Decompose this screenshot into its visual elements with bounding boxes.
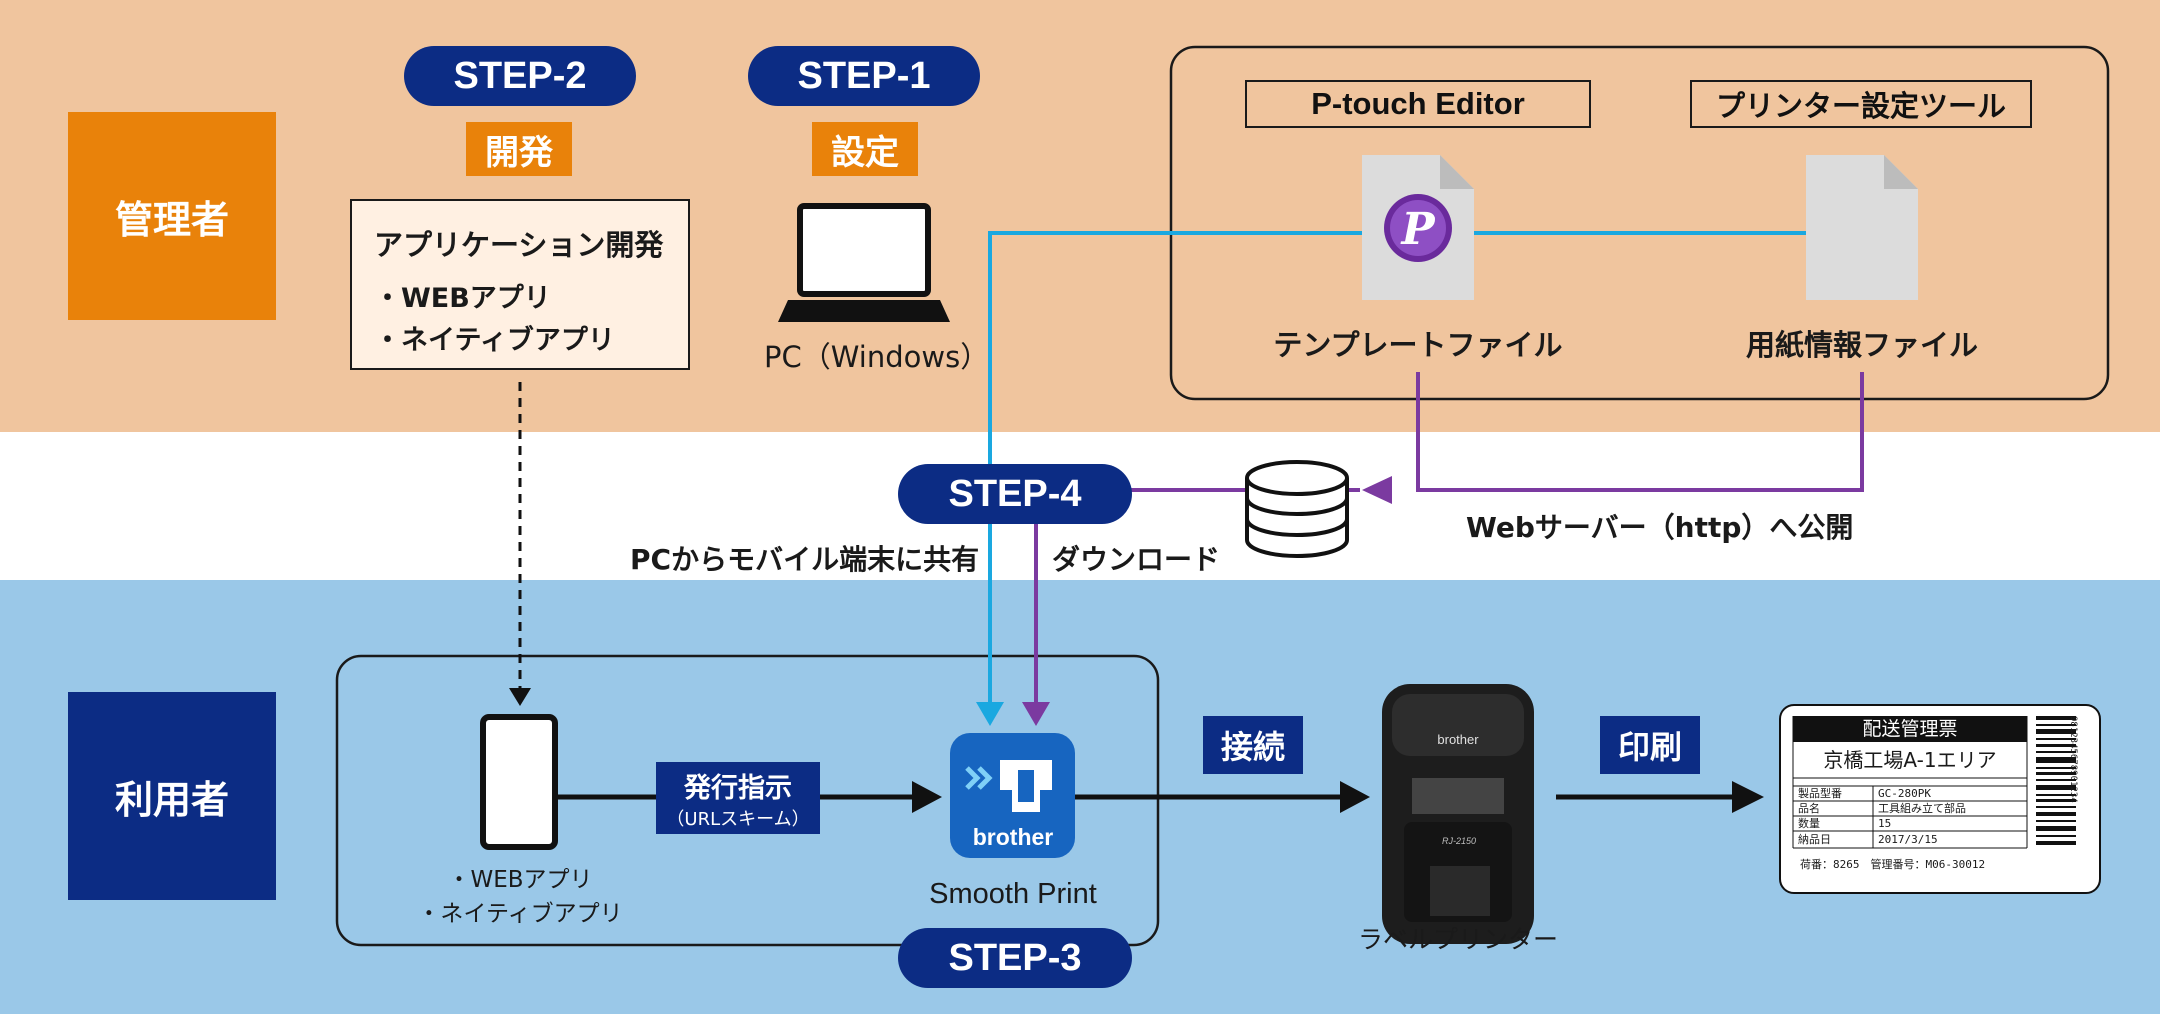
printer-tool-title: プリンター設定ツール	[1690, 80, 2032, 128]
smartphone-icon	[480, 714, 558, 850]
label-printer-icon	[1382, 684, 1534, 944]
label-row-value: 2017/3/15	[1878, 833, 1938, 846]
user-group-frame	[335, 654, 1160, 947]
dev-arrowhead	[509, 688, 531, 706]
issue-arrowhead	[912, 781, 942, 813]
label-row-value: 工具組み立て部品	[1878, 802, 1966, 815]
issue-instruction-box: 発行指示 （URLスキーム）	[656, 762, 820, 834]
publish-arrowhead	[1362, 476, 1392, 504]
label-sample-footer: 荷番：8265 管理番号：M06-30012	[1800, 858, 1986, 871]
connect-label: 接続	[1203, 716, 1303, 774]
smooth-print-brand: brother	[972, 824, 1054, 850]
smooth-print-label: Smooth Print	[929, 878, 1097, 910]
barcode-icon	[2036, 716, 2076, 845]
download-label: ダウンロード	[1052, 543, 1221, 576]
step-2-pill: STEP-2	[404, 46, 636, 106]
database-icon	[1245, 460, 1349, 558]
label-row-key: 納品日	[1798, 833, 1831, 846]
develop-tag: 開発	[466, 122, 572, 176]
share-label: PCからモバイル端末に共有	[630, 543, 980, 576]
label-row-value: 15	[1878, 817, 1892, 830]
editor-title: P-touch Editor	[1245, 80, 1591, 128]
label-row-value: GC-280PK	[1878, 787, 1931, 800]
label-sample-card	[1779, 704, 2101, 894]
label-row-key: 数量	[1798, 817, 1820, 830]
paper-file-icon	[1806, 155, 1918, 300]
connect-arrowhead	[1340, 781, 1370, 813]
print-arrowhead	[1732, 781, 1764, 813]
laptop-icon	[778, 203, 950, 322]
share-arrowhead	[976, 702, 1004, 726]
step-1-pill: STEP-1	[748, 46, 980, 106]
label-row-key: 品名	[1798, 802, 1820, 815]
role-user: 利用者	[68, 692, 276, 900]
label-sample-subheader: 京橋工場A-1エリア	[1823, 748, 1997, 772]
template-file-icon: P	[1362, 155, 1474, 300]
issue-subtitle: （URLスキーム）	[666, 808, 810, 830]
label-row-key: 製品型番	[1798, 787, 1842, 800]
paper-file-label: 用紙情報ファイル	[1745, 328, 1978, 362]
step-3-pill: STEP-3	[898, 928, 1132, 988]
step-4-pill: STEP-4	[898, 464, 1132, 524]
label-printer-label: ラベルプリンター	[1357, 925, 1558, 954]
download-arrowhead	[1022, 702, 1050, 726]
tools-group-frame	[1169, 45, 2110, 401]
issue-title: 発行指示	[684, 772, 792, 804]
role-admin: 管理者	[68, 112, 276, 320]
print-label: 印刷	[1600, 716, 1700, 774]
setup-tag: 設定	[812, 122, 918, 176]
web-publish-label: Webサーバー（http）へ公開	[1466, 511, 1854, 544]
label-sample-header: 配送管理票	[1862, 718, 1958, 740]
publish-line	[1416, 372, 1864, 492]
app-dev-item-web: ・WEBアプリ	[374, 283, 551, 314]
printer-brand: brother	[1437, 732, 1479, 747]
app-dev-item-native: ・ネイティブアプリ	[374, 325, 615, 356]
phone-item-web: ・WEBアプリ	[447, 867, 593, 893]
svg-text:P: P	[1399, 204, 1436, 255]
smooth-print-app-icon	[950, 733, 1075, 858]
barcode-number: 9812345678901234	[2068, 716, 2078, 803]
phone-item-native: ・ネイティブアプリ	[417, 901, 623, 927]
printer-model: RJ-2150	[1441, 836, 1477, 846]
pc-label: PC（Windows）	[764, 340, 990, 374]
template-file-label: テンプレートファイル	[1273, 328, 1563, 362]
app-dev-title: アプリケーション開発	[374, 228, 664, 262]
app-dev-box	[350, 199, 690, 370]
share-line	[988, 231, 1810, 705]
